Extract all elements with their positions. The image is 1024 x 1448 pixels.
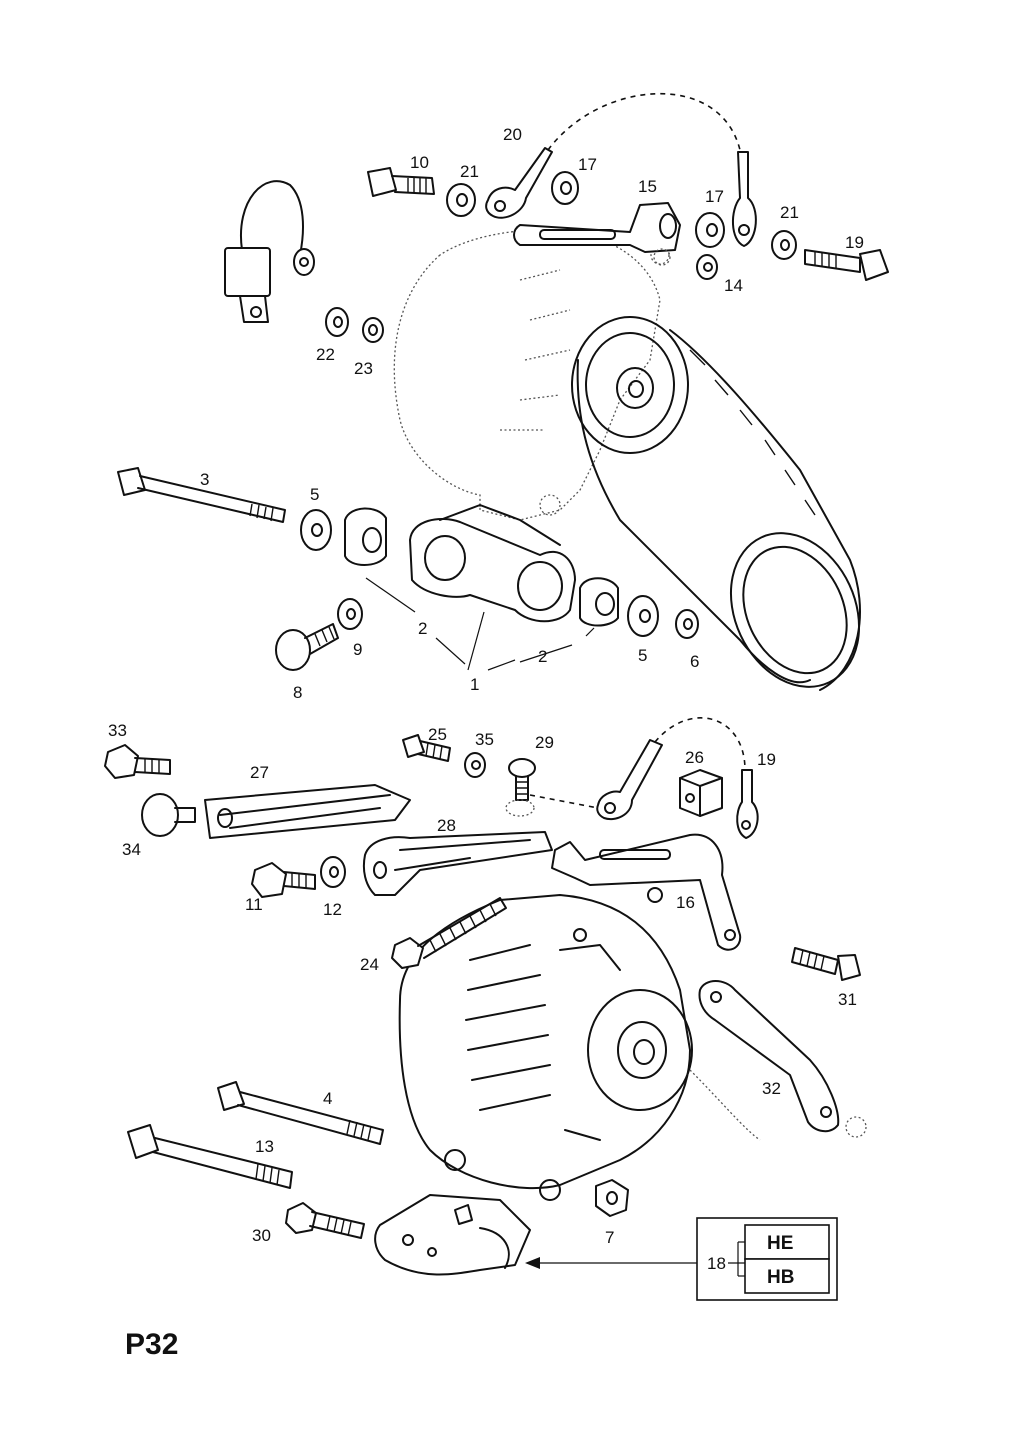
strap-32 [698, 980, 867, 1138]
callout-5: 5 [310, 485, 319, 504]
callout-20: 20 [503, 125, 522, 144]
callout-21: 21 [460, 162, 479, 181]
upper-assembly [117, 92, 889, 691]
bush-2-right [579, 577, 619, 627]
washer-35 [464, 752, 486, 778]
earth-cable-19-lower [529, 717, 759, 839]
lower-assembly [104, 717, 867, 1276]
callout-19: 19 [757, 750, 776, 769]
callout-27: 27 [250, 763, 269, 782]
bolt-31 [791, 947, 861, 981]
callout-7: 7 [605, 1228, 614, 1247]
callout-18: 18 [707, 1254, 726, 1273]
connector-block-26 [679, 769, 723, 817]
callout-2: 2 [418, 619, 427, 638]
bolt-24 [391, 897, 507, 969]
alternator-outline-upper [393, 229, 670, 521]
callout-35: 35 [475, 730, 494, 749]
callout-14: 14 [724, 276, 743, 295]
callout-17: 17 [705, 187, 724, 206]
pulley-upper [571, 316, 689, 454]
screw-29 [505, 758, 536, 817]
leader-lines [365, 577, 595, 671]
bolt-34 [141, 793, 196, 837]
callout-26: 26 [685, 748, 704, 767]
callout-12: 12 [323, 900, 342, 919]
callout-1: 1 [470, 675, 479, 694]
heat-shield-18 [374, 1194, 531, 1276]
callout-labels: 20 10 21 17 15 17 21 19 14 22 23 3 5 2 2… [108, 125, 864, 1247]
nut-17-left [551, 171, 579, 205]
callout-28: 28 [437, 816, 456, 835]
callout-30: 30 [252, 1226, 271, 1245]
bolt-10 [367, 167, 435, 197]
callout-17: 17 [578, 155, 597, 174]
washer-9 [337, 598, 363, 630]
bolt-30 [285, 1202, 365, 1239]
callout-9: 9 [353, 640, 362, 659]
callout-4: 4 [323, 1089, 332, 1108]
callout-21: 21 [780, 203, 799, 222]
page-code: P32 [125, 1328, 178, 1361]
callout-16: 16 [676, 893, 695, 912]
bolt-33 [104, 744, 171, 779]
variant-table: 18 HE HB [696, 1217, 838, 1301]
adjusting-strap-16 [551, 833, 742, 951]
arrow-to-heat-shield [525, 1257, 697, 1269]
mounting-bracket-1 [409, 504, 576, 623]
bolt-8 [275, 623, 339, 671]
callout-23: 23 [354, 359, 373, 378]
callout-6: 6 [690, 652, 699, 671]
callout-19: 19 [845, 233, 864, 252]
nut-17-right [695, 212, 725, 248]
washer-5-left [300, 509, 332, 551]
callout-24: 24 [360, 955, 379, 974]
nut-14 [696, 254, 718, 280]
bush-2-left [344, 507, 387, 566]
callout-33: 33 [108, 721, 127, 740]
callout-25: 25 [428, 725, 447, 744]
bolt-11 [251, 862, 316, 898]
lock-washer-23 [362, 317, 384, 343]
nut-7 [595, 1179, 629, 1217]
callout-22: 22 [316, 345, 335, 364]
callout-15: 15 [638, 177, 657, 196]
bolt-3 [117, 467, 286, 523]
callout-3: 3 [200, 470, 209, 489]
callout-13: 13 [255, 1137, 274, 1156]
bolt-25 [402, 734, 451, 762]
callout-32: 32 [762, 1079, 781, 1098]
callout-11: 11 [245, 895, 263, 914]
bracket-27 [204, 784, 411, 839]
callout-2: 2 [538, 647, 547, 666]
callout-5: 5 [638, 646, 647, 665]
variant-code-he: HE [767, 1233, 793, 1254]
bracket-28 [362, 831, 553, 896]
callout-34: 34 [122, 840, 141, 859]
bolt-4 [217, 1081, 384, 1145]
callout-31: 31 [838, 990, 857, 1009]
washer-5-right [627, 595, 659, 637]
suppressor-capacitor [224, 180, 315, 323]
nut-22 [325, 307, 349, 337]
bolt-19-upper [804, 249, 889, 281]
variant-code-hb: HB [767, 1267, 794, 1288]
nut-6 [675, 609, 699, 639]
earth-cable-20 [485, 92, 757, 247]
washer-21-left [446, 183, 476, 217]
callout-8: 8 [293, 683, 302, 702]
washer-21-right [771, 230, 797, 260]
adjusting-strap-15 [513, 202, 681, 266]
callout-10: 10 [410, 153, 429, 172]
callout-29: 29 [535, 733, 554, 752]
drive-belt [576, 329, 861, 691]
bolt-13 [127, 1124, 293, 1189]
washer-12 [320, 856, 346, 888]
